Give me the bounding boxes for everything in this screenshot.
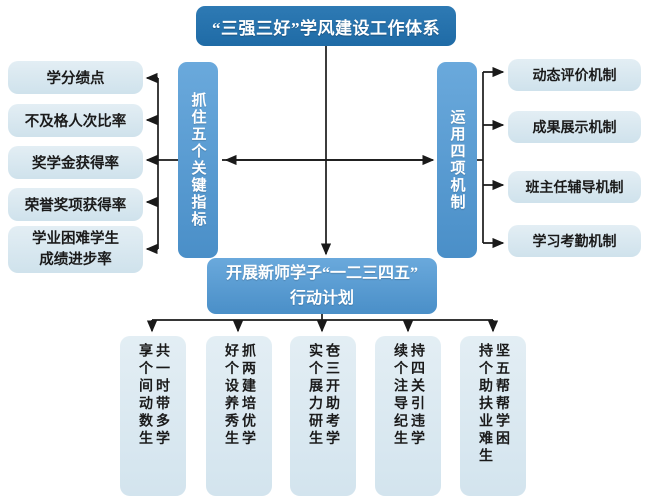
- plan-item-column-right: 抓两建培优学: [240, 343, 255, 448]
- plan-item-box-4: 持四关引违学 续个注导纪生: [375, 336, 441, 496]
- metric-box-3: 奖学金获得率: [8, 146, 143, 179]
- diagram-title-text: “三强三好”学风建设工作体系: [212, 18, 440, 38]
- plan-item-column-left: 好个设养秀生: [223, 343, 238, 448]
- mechanism-label: 成果展示机制: [532, 121, 617, 136]
- plan-item-box-2: 抓两建培优学 好个设养秀生: [206, 336, 272, 496]
- mechanism-box-1: 动态评价机制: [508, 59, 641, 91]
- metric-label: 荣誉奖项获得率: [24, 198, 127, 214]
- plan-item-column-right: 坚五帮帮学困: [494, 343, 509, 448]
- metric-label-line1: 学业困难学生: [32, 230, 119, 247]
- action-plan-box: 开展新师学子“一二三四五” 行动计划: [207, 258, 437, 314]
- action-plan-title-line2: 行动计划: [289, 290, 354, 307]
- right-pillar-box: 运用四项机制: [437, 62, 477, 258]
- plan-item-column-left: 实个展力研生: [307, 343, 322, 448]
- left-pillar-label: 抓住五个关键指标: [189, 92, 206, 228]
- mechanism-label: 动态评价机制: [532, 69, 617, 84]
- metric-box-4: 荣誉奖项获得率: [8, 188, 143, 221]
- metric-label: 学分绩点: [46, 71, 105, 87]
- metric-box-2: 不及格人次比率: [8, 104, 143, 137]
- plan-item-column-left: 持个助扶业难生: [477, 343, 492, 466]
- mechanism-box-3: 班主任辅导机制: [508, 171, 641, 203]
- plan-item-column-right: 共一时带多学: [154, 343, 169, 448]
- metric-box-1: 学分绩点: [8, 61, 143, 94]
- metric-box-5: 学业困难学生 成绩进步率: [8, 226, 143, 273]
- metric-label: 不及格人次比率: [24, 114, 127, 130]
- plan-item-column-right: 夿三开助考学: [324, 343, 339, 448]
- plan-item-column-left: 续个注导纪生: [392, 343, 407, 448]
- metric-label: 奖学金获得率: [32, 156, 119, 172]
- left-pillar-box: 抓住五个关键指标: [178, 62, 218, 258]
- mechanism-label: 学习考勤机制: [532, 235, 617, 250]
- mechanism-label: 班主任辅导机制: [525, 181, 624, 196]
- metric-label-line2: 成绩进步率: [39, 251, 112, 268]
- plan-item-column-left: 享个间动数生: [137, 343, 152, 448]
- plan-item-column-right: 持四关引违学: [409, 343, 424, 448]
- plan-item-box-3: 夿三开助考学 实个展力研生: [290, 336, 356, 496]
- diagram-title-box: “三强三好”学风建设工作体系: [196, 6, 456, 46]
- mechanism-box-4: 学习考勤机制: [508, 225, 641, 257]
- action-plan-title-line1: 开展新师学子“一二三四五”: [225, 265, 418, 282]
- plan-item-box-5: 坚五帮帮学困 持个助扶业难生: [460, 336, 526, 496]
- plan-item-box-1: 共一时带多学 享个间动数生: [120, 336, 186, 496]
- right-pillar-label: 运用四项机制: [448, 109, 465, 211]
- mechanism-box-2: 成果展示机制: [508, 111, 641, 143]
